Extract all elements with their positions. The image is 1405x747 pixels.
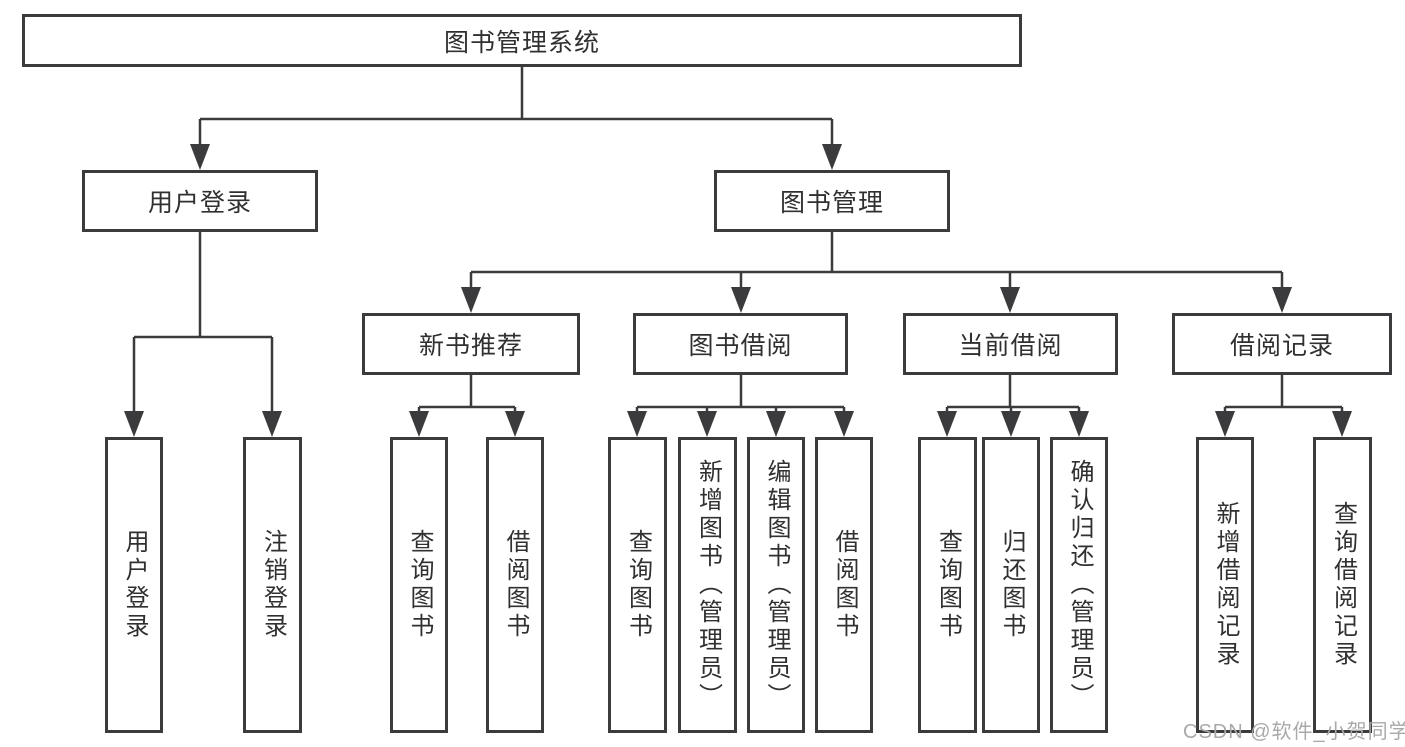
leaf-query-books-borrowing: 查询图书 [608, 437, 667, 733]
node-book-management-module: 图书管理 [714, 170, 950, 232]
node-label: 图书管理 [779, 189, 884, 217]
node-user-login-module: 用户登录 [82, 170, 318, 232]
node-label: 注销登录 [259, 529, 287, 641]
node-label: 查询图书 [934, 529, 962, 641]
arrowhead-icon [409, 411, 429, 437]
arrowhead-icon [697, 411, 717, 437]
arrowhead-icon [1332, 411, 1352, 437]
arrowhead-icon [1069, 411, 1089, 437]
node-root-system: 图书管理系统 [22, 14, 1022, 67]
node-book-borrowing: 图书借阅 [633, 313, 848, 375]
arrowhead-icon [461, 287, 481, 313]
arrowhead-icon [834, 411, 854, 437]
node-current-borrowing: 当前借阅 [903, 313, 1118, 375]
arrowhead-icon [124, 411, 144, 437]
node-label: 查询图书 [624, 529, 652, 641]
arrowhead-icon [262, 411, 282, 437]
node-label: 借阅图书 [502, 529, 529, 641]
node-label: 新书推荐 [418, 332, 523, 360]
leaf-add-borrow-record: 新增借阅记录 [1196, 437, 1254, 733]
arrowhead-icon [627, 411, 647, 437]
leaf-logout: 注销登录 [243, 437, 302, 733]
leaf-query-borrow-record: 查询借阅记录 [1313, 437, 1372, 733]
leaf-confirm-return-admin: 确认归还（管理员） [1050, 437, 1108, 733]
arrowhead-icon [1272, 287, 1292, 313]
node-label: 确认归还（管理员） [1066, 459, 1093, 711]
watermark: CSDN @软件_小贺同学 [1183, 721, 1405, 743]
arrowhead-icon [1000, 287, 1020, 313]
connector-path [132, 67, 1344, 413]
node-label: 图书管理系统 [443, 28, 600, 57]
node-label: 新增借阅记录 [1212, 501, 1239, 669]
leaf-add-books-admin: 新增图书（管理员） [678, 437, 737, 733]
leaf-return-books: 归还图书 [982, 437, 1040, 733]
node-label: 当前借阅 [958, 332, 1063, 360]
leaf-query-books-recommend: 查询图书 [390, 437, 448, 733]
arrowhead-icon [731, 287, 751, 313]
arrowhead-icon [766, 411, 786, 437]
arrowhead-icon [505, 411, 525, 437]
node-label: 查询图书 [406, 529, 433, 641]
leaf-edit-books-admin: 编辑图书（管理员） [747, 437, 805, 733]
leaf-borrow-books: 借阅图书 [815, 437, 873, 733]
node-label: 查询借阅记录 [1329, 501, 1357, 669]
leaf-borrow-books-recommend: 借阅图书 [486, 437, 544, 733]
leaf-user-login: 用户登录 [105, 437, 163, 733]
node-label: 借阅图书 [831, 529, 858, 641]
arrowhead-icon [822, 144, 842, 170]
node-borrow-records: 借阅记录 [1172, 313, 1392, 375]
leaf-query-books-current: 查询图书 [918, 437, 977, 733]
node-label: 编辑图书（管理员） [763, 459, 790, 711]
node-new-book-recommend: 新书推荐 [362, 313, 580, 375]
arrowhead-icon [937, 411, 957, 437]
node-label: 借阅记录 [1229, 332, 1334, 360]
node-label: 图书借阅 [688, 332, 793, 360]
node-label: 用户登录 [147, 189, 252, 217]
arrowhead-icon [1215, 411, 1235, 437]
node-label: 归还图书 [998, 529, 1025, 641]
arrowhead-icon [1001, 411, 1021, 437]
node-label: 新增图书（管理员） [694, 459, 722, 711]
node-label: 用户登录 [121, 529, 148, 641]
arrowhead-icon [190, 144, 210, 170]
